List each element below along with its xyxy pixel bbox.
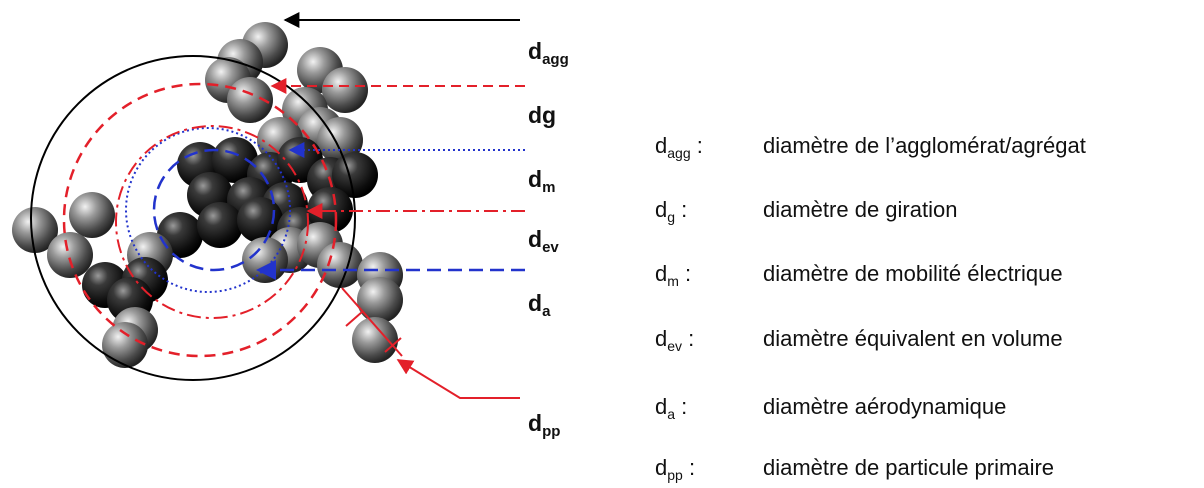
primary-particle xyxy=(242,237,288,283)
label-d-agg: dagg xyxy=(528,38,569,68)
volume-circle xyxy=(115,125,309,319)
primary-particle xyxy=(47,232,93,278)
label-d-a: da xyxy=(528,290,551,320)
primary-particle xyxy=(317,242,363,288)
primary-particle xyxy=(332,152,378,198)
primary-particle xyxy=(237,197,283,243)
primary-particle xyxy=(102,322,148,368)
primary-particles xyxy=(12,22,403,368)
primary-particle xyxy=(227,77,273,123)
mobility-circle xyxy=(125,127,291,293)
label-d-m: dm xyxy=(528,166,556,196)
primary-particle xyxy=(357,277,403,323)
aggregate-diagram xyxy=(12,12,525,399)
agglomerate-circle xyxy=(30,55,356,381)
label-d-pp: dpp xyxy=(528,410,561,440)
primary-particle xyxy=(212,137,258,183)
primary-particle xyxy=(12,207,58,253)
primary-particle xyxy=(197,202,243,248)
primary-particle xyxy=(69,192,115,238)
label-dg: dg xyxy=(528,102,557,128)
label-d-ev: dev xyxy=(528,226,559,256)
primary-diameter-marker xyxy=(341,287,520,399)
aerodynamic-circle xyxy=(152,148,276,272)
primary-particle xyxy=(322,67,368,113)
gyration-circle xyxy=(62,82,338,358)
